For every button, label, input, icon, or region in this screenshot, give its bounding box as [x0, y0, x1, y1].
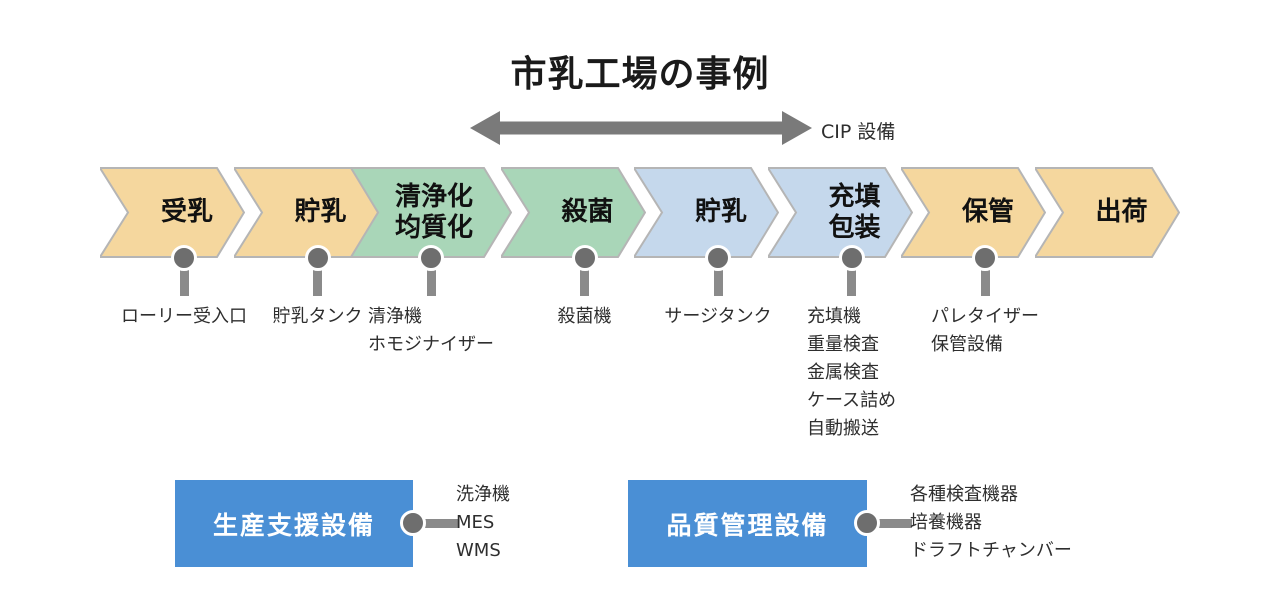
process-step-shape-7 [899, 167, 1047, 258]
cip-label: CIP 設備 [821, 121, 896, 143]
connector-stem [179, 258, 189, 296]
equipment-item: 充填機 [806, 306, 861, 327]
support-box-1: 生産支援設備 [175, 480, 413, 567]
support-box-2: 品質管理設備 [628, 480, 867, 567]
connector-dot [418, 245, 444, 271]
connector-dot [838, 245, 865, 271]
equipment-list: 清浄機ホモジナイザー [368, 303, 494, 359]
support-equipment-list: 洗浄機 MES WMS [456, 481, 510, 565]
equipment-item: 金属検査 [806, 362, 879, 383]
equipment-list: 充填機重量検査金属検査ケース詰め自動搬送 [807, 303, 896, 443]
support-equipment-list: 各種検査機器培養機器ドラフトチャンバー [910, 481, 1072, 565]
connector-stem [867, 519, 912, 528]
connector-dot [304, 245, 331, 271]
process-step-shape-1 [98, 167, 246, 258]
support-box-label: 品質管理設備 [666, 510, 829, 540]
equipment-item: ローリー受入口 [121, 306, 247, 327]
connector-dot [571, 245, 598, 271]
equipment-list: 貯乳タンク [273, 303, 363, 331]
connector-stem [713, 258, 723, 296]
support-equipment-item: 培養機器 [910, 512, 982, 533]
equipment-list: ローリー受入口 [121, 303, 247, 331]
diagram-title: 市乳工場の事例 [510, 54, 770, 95]
process-step-shape-5 [632, 167, 780, 258]
equipment-item: ケース詰め [806, 390, 897, 411]
equipment-list: サージタンク [664, 303, 771, 331]
process-step-shape-6 [765, 167, 913, 258]
connector-stem [847, 258, 856, 296]
equipment-item: パレタイザー [931, 306, 1039, 327]
process-step-shape-4 [498, 167, 646, 258]
support-equipment-item: 洗浄機 [456, 484, 510, 505]
equipment-item: 清浄機 [368, 306, 422, 327]
process-step-shape-8 [1032, 167, 1180, 258]
connector-dot [171, 245, 197, 271]
equipment-item: サージタンク [664, 306, 772, 327]
support-equipment-item: MES [456, 512, 495, 533]
cip-double-arrow-icon [470, 111, 812, 145]
connector-stem [426, 258, 436, 296]
equipment-item: ホモジナイザー [368, 334, 494, 355]
support-equipment-item: ドラフトチャンバー [910, 540, 1072, 561]
equipment-list: パレタイザー保管設備 [931, 303, 1039, 359]
connector-stem [980, 258, 990, 296]
support-box-label: 生産支援設備 [212, 510, 375, 540]
connector-dot [705, 245, 731, 271]
double-arrow-shape [470, 111, 812, 145]
process-step-shape-2 [231, 167, 379, 258]
connector-stem [580, 258, 589, 296]
equipment-item: 貯乳タンク [272, 306, 363, 327]
support-equipment-item: WMS [456, 540, 501, 561]
equipment-item: 自動搬送 [806, 418, 879, 439]
equipment-item: 保管設備 [931, 334, 1003, 355]
equipment-item: 重量検査 [806, 334, 879, 355]
support-equipment-item: 各種検査機器 [910, 484, 1018, 505]
equipment-item: 殺菌機 [557, 306, 612, 327]
connector-dot [972, 245, 998, 271]
connector-dot [854, 510, 880, 536]
connector-stem [313, 258, 322, 296]
equipment-list: 殺菌機 [558, 303, 612, 331]
connector-dot [400, 510, 426, 536]
connector-stem [413, 519, 458, 528]
